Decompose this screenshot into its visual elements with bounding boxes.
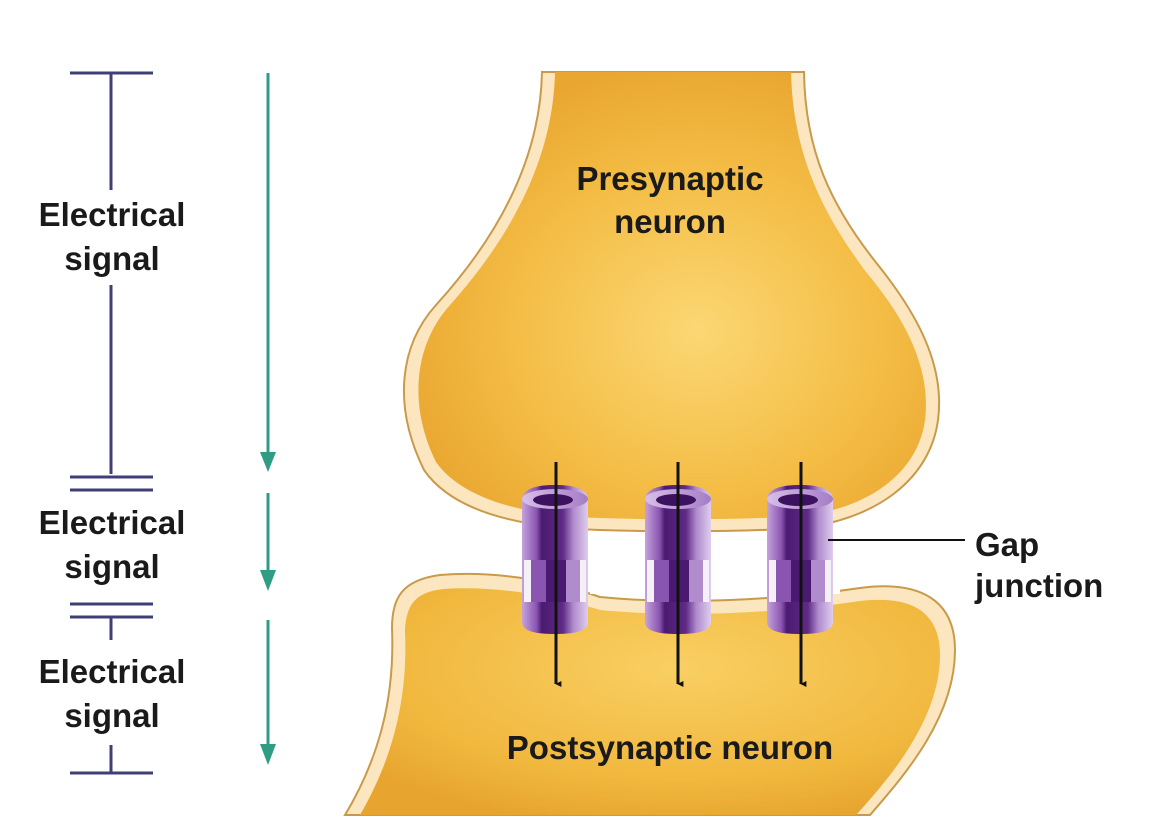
signal-label-2-line2: signal	[64, 548, 159, 585]
signal-label-3-line1: Electrical	[39, 653, 186, 690]
signal-label-2: Electrical signal	[39, 504, 186, 585]
signal-label-1: Electrical signal	[39, 196, 186, 277]
current-arrows	[554, 462, 807, 687]
gap-junction-label-line2: junction	[974, 567, 1103, 604]
presynaptic-neuron	[402, 71, 941, 533]
signal-label-1-line2: signal	[64, 240, 159, 277]
gap-junction-label-line1: Gap	[975, 526, 1039, 563]
postsynaptic-cytoplasm	[360, 588, 940, 815]
signal-label-3: Electrical signal	[39, 653, 186, 734]
down-arrow-icon	[260, 73, 276, 765]
signal-label-3-line2: signal	[64, 697, 159, 734]
signal-label-2-line1: Electrical	[39, 504, 186, 541]
postsynaptic-label: Postsynaptic neuron	[507, 729, 833, 766]
signal-label-1-line1: Electrical	[39, 196, 186, 233]
signal-brackets	[70, 71, 153, 775]
presynaptic-cytoplasm	[418, 72, 926, 520]
presynaptic-label-line2: neuron	[614, 203, 726, 240]
presynaptic-label-line1: Presynaptic	[576, 160, 763, 197]
